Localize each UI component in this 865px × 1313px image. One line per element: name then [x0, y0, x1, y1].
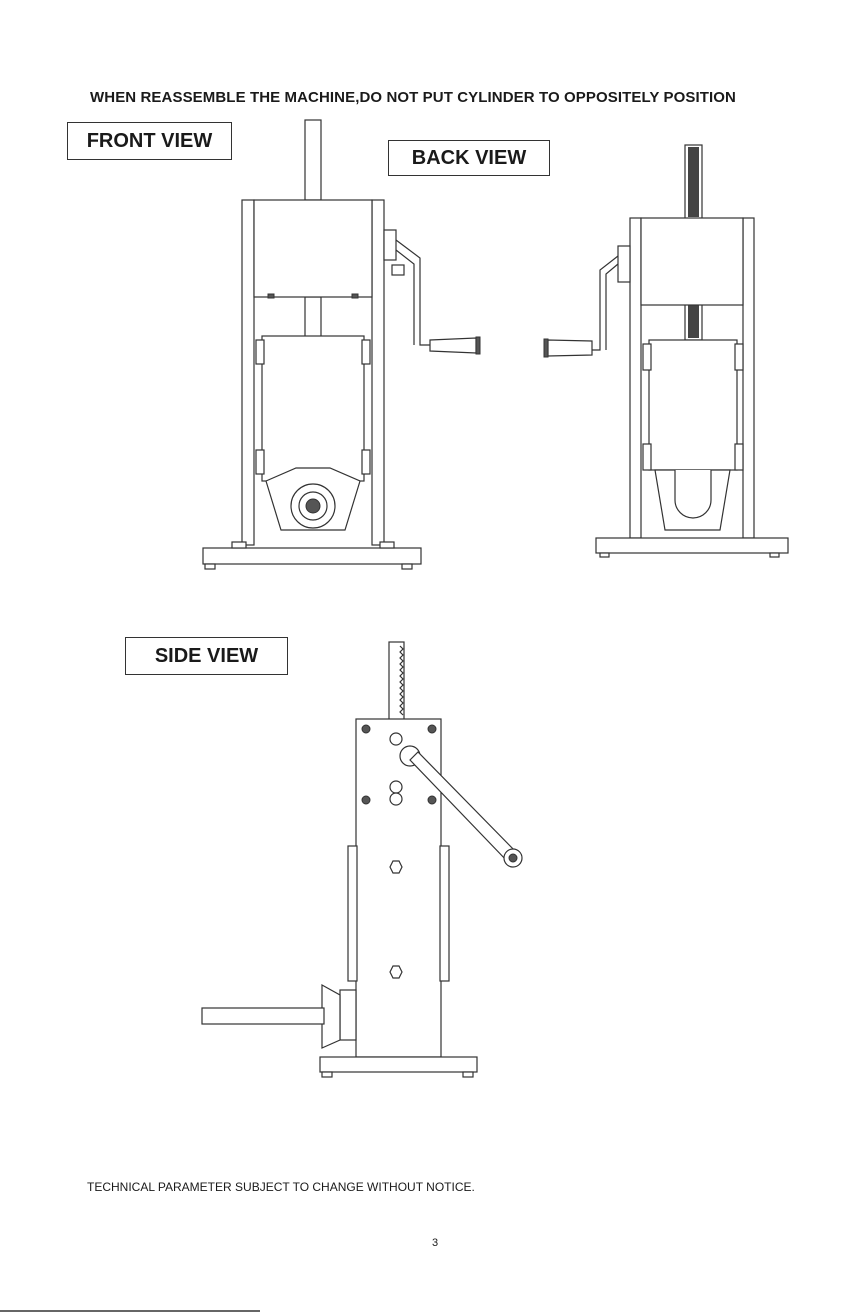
side-view-label: SIDE VIEW [125, 637, 288, 675]
back-view-drawing [544, 145, 788, 557]
front-view-drawing [203, 120, 480, 569]
technical-notice: TECHNICAL PARAMETER SUBJECT TO CHANGE WI… [87, 1180, 475, 1194]
side-view-drawing [202, 642, 522, 1077]
back-view-label: BACK VIEW [388, 140, 550, 176]
page-number: 3 [432, 1237, 438, 1249]
front-view-label: FRONT VIEW [67, 122, 232, 160]
